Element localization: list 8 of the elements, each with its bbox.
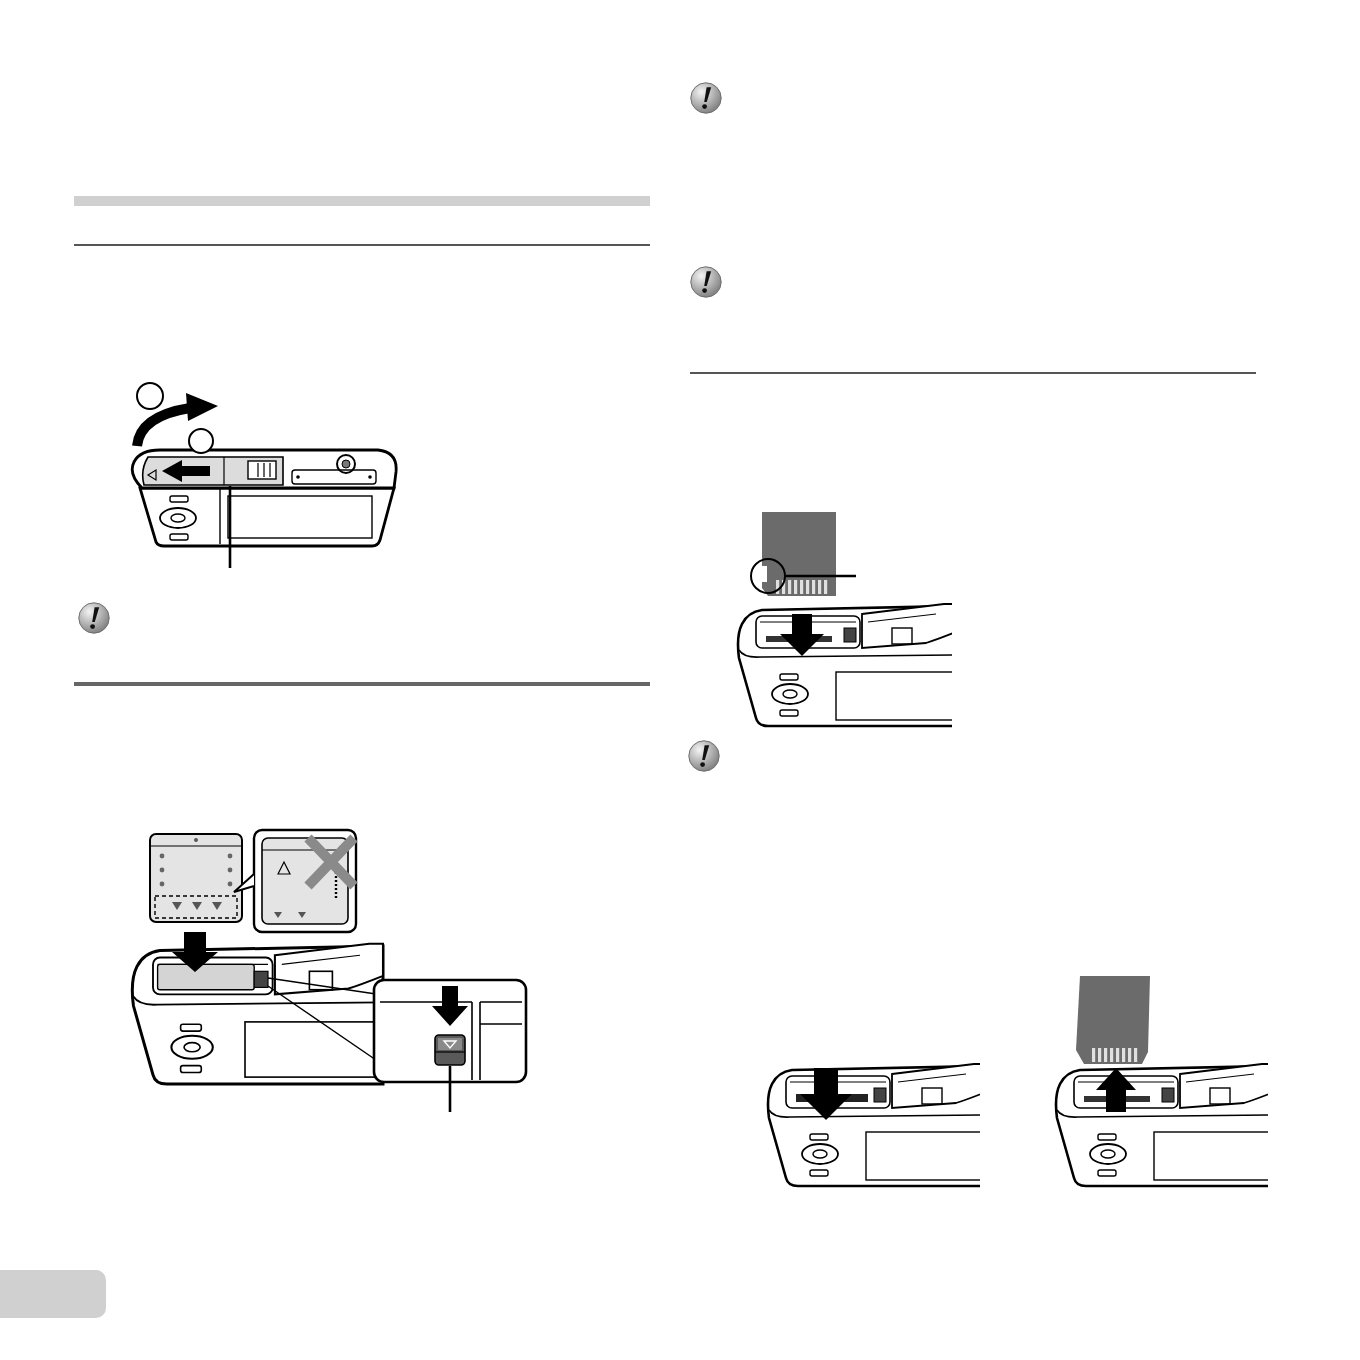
leader-line [448, 1066, 452, 1112]
leader-line [786, 574, 856, 578]
battery-lock-knob [434, 1034, 466, 1066]
leader-line [228, 486, 232, 568]
callout-circle [136, 382, 164, 410]
callout-circle [188, 428, 214, 454]
highlight-circle [750, 558, 786, 594]
battery-cover [140, 456, 284, 486]
